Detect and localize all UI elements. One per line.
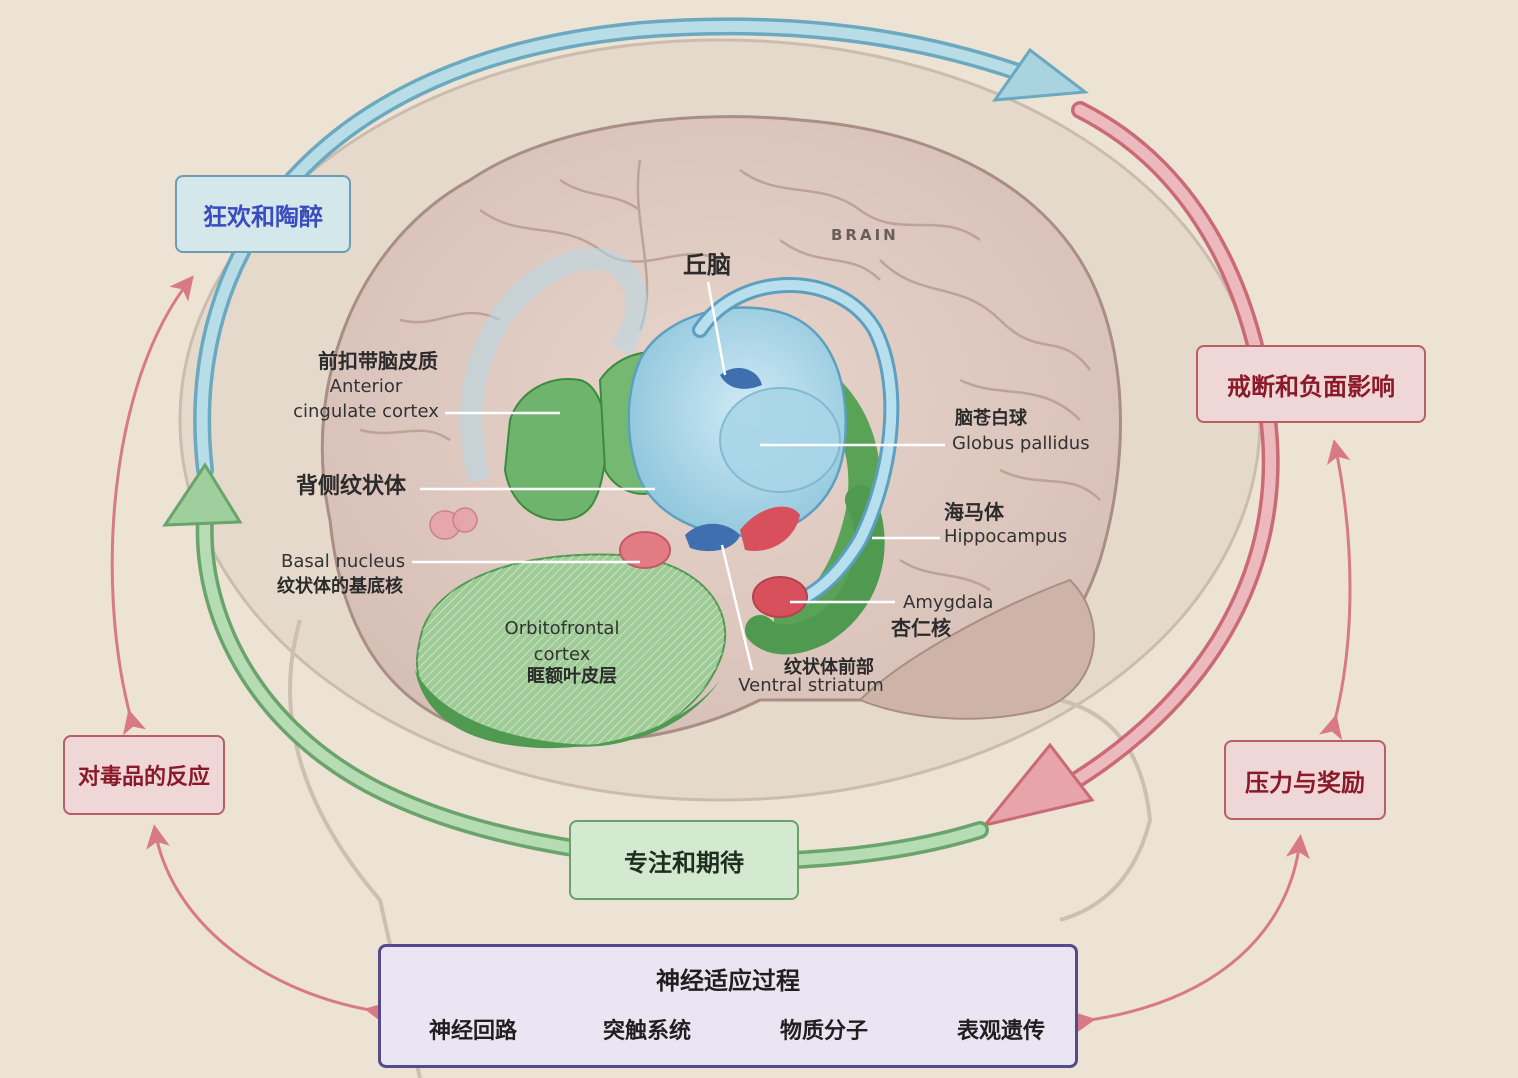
amygdala-label-en: Amygdala: [903, 592, 994, 613]
dorsal-striatum-label-cn: 背侧纹状体: [296, 474, 407, 499]
ofc-label-en-line2: cortex: [533, 644, 591, 665]
link-arrows: [110, 275, 1352, 1035]
stage-box-stress-reward: 压力与奖励: [1224, 740, 1386, 820]
panel-item-epigenetics: 表观遗传: [956, 1019, 1046, 1044]
ventral-striatum-label-en: Ventral striatum: [738, 675, 884, 696]
neural-adaptation-panel: 神经适应过程 神经回路 突触系统 物质分子 表观遗传: [378, 944, 1078, 1068]
panel-item-circuits: 神经回路: [428, 1019, 518, 1044]
basal-nucleus-label-cn: 纹状体的基底核: [277, 576, 403, 597]
stage-box-focus: 专注和期待: [569, 820, 799, 900]
thalamus-label-cn: 丘脑: [683, 251, 731, 279]
cycle-arrows: [162, 17, 1280, 871]
panel-title: 神经适应过程: [656, 967, 800, 995]
ofc-label-cn: 眶额叶皮层: [527, 666, 617, 687]
brain-label: BRAIN: [831, 226, 899, 244]
acc-label-en-line1: Anterior: [329, 376, 403, 397]
stage-box-euphoria: 狂欢和陶醉: [175, 175, 351, 253]
globus-pallidus-label-cn: 脑苍白球: [955, 408, 1027, 429]
acc-label-cn: 前扣带脑皮质: [318, 349, 438, 373]
hippocampus-label-en: Hippocampus: [944, 526, 1068, 547]
panel-item-synapses: 突触系统: [602, 1019, 692, 1044]
stage-box-withdrawal: 戒断和负面影响: [1196, 345, 1426, 423]
acc-label-en-line2: cingulate cortex: [293, 401, 439, 422]
ventral-striatum-label-cn: 纹状体前部: [784, 657, 874, 678]
leader-lines: [412, 281, 945, 671]
panel-item-molecules: 物质分子: [779, 1019, 869, 1044]
ofc-label-en-line1: Orbitofrontal: [504, 618, 620, 639]
globus-pallidus-label-en: Globus pallidus: [952, 433, 1090, 454]
stage-box-drug-response: 对毒品的反应: [63, 735, 225, 815]
hippocampus-label-cn: 海马体: [944, 500, 1004, 524]
basal-nucleus-label-en: Basal nucleus: [281, 551, 406, 572]
amygdala-label-cn: 杏仁核: [891, 616, 951, 640]
brain-structures: [415, 247, 900, 749]
